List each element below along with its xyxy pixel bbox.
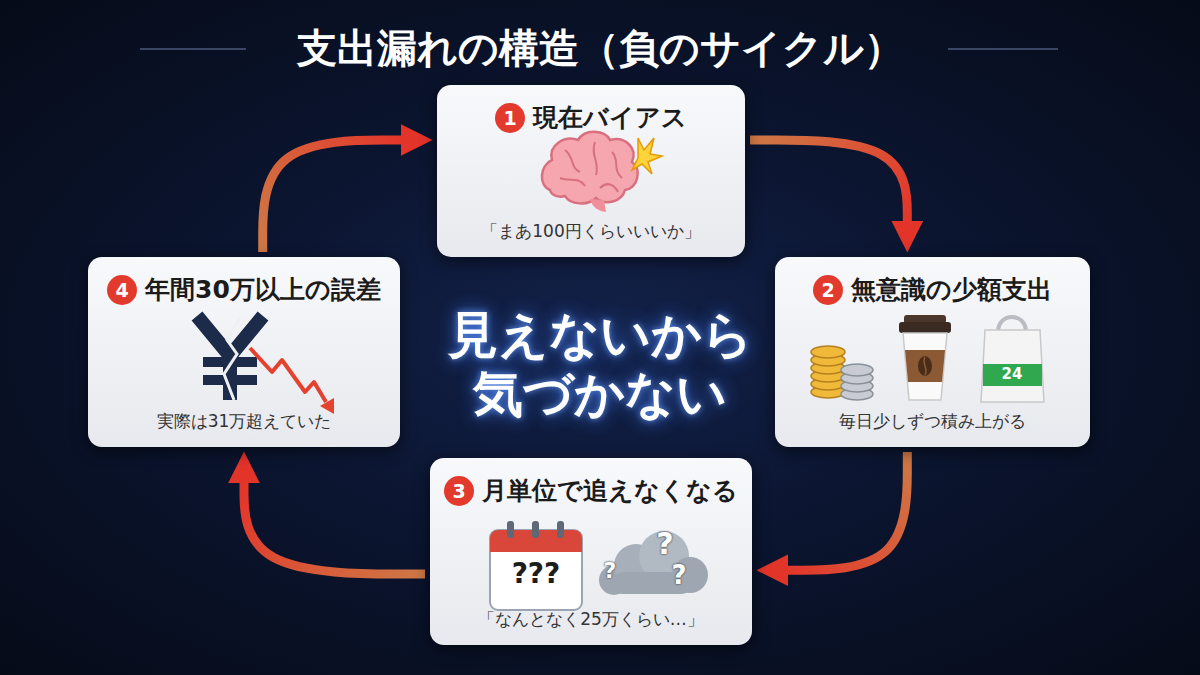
calendar-ring	[532, 521, 539, 538]
cycle-arrow	[782, 452, 907, 570]
yen-bar	[203, 357, 257, 367]
spark-icon	[632, 138, 662, 174]
icon-text: ???	[490, 556, 582, 592]
calendar-icon	[490, 521, 582, 610]
decline-arrow-head	[320, 398, 334, 414]
box-caption: 実際は31万超えていた	[98, 410, 390, 433]
coin	[841, 364, 873, 376]
cup-lid	[904, 315, 946, 324]
process-box: 4 年間30万以上の誤差実際は31万超えていた	[88, 257, 400, 447]
brain-shape	[542, 132, 638, 204]
callout-number: 2	[813, 275, 843, 305]
yen-icon	[197, 316, 334, 414]
diagram-title: 支出漏れの構造（負のサイクル）	[0, 22, 1200, 74]
coin	[811, 378, 845, 390]
brain-fold	[565, 150, 580, 172]
box-header: 3 月単位で追えなくなる	[440, 474, 742, 507]
calendar-ring	[557, 521, 564, 538]
coffee-bean	[918, 356, 932, 376]
box-header: 2 無意識の少額支出	[785, 273, 1080, 306]
callout-number: 3	[444, 476, 474, 506]
callout-number: 1	[495, 103, 525, 133]
bag-handle	[998, 317, 1026, 332]
coin	[811, 370, 845, 382]
brain-fold	[594, 142, 597, 175]
icon-text: ?	[598, 558, 622, 584]
bag-body	[981, 330, 1044, 402]
cloud-icon	[599, 531, 708, 595]
process-box: 1 現在バイアス「まあ100円くらいいいか」	[437, 85, 745, 257]
box-heading: 無意識の少額支出	[851, 273, 1052, 306]
title-rule	[140, 48, 246, 50]
bag-icon	[981, 317, 1044, 402]
cycle-arrow	[263, 140, 407, 252]
coin	[841, 388, 873, 400]
callout-number: 4	[107, 275, 137, 305]
yen-crack	[224, 318, 240, 400]
coin	[841, 380, 873, 392]
coins-icon	[811, 346, 873, 400]
coin	[841, 372, 873, 384]
box-caption: 毎日少しずつ積み上がる	[785, 410, 1080, 433]
process-box: 2 無意識の少額支出毎日少しずつ積み上がる	[775, 257, 1090, 447]
calendar-header	[490, 542, 582, 552]
coffee-icon	[899, 315, 951, 400]
process-box: 3 月単位で追えなくなる「なんとなく25万くらい…」	[430, 458, 752, 645]
yen-stroke	[197, 316, 263, 356]
icon-text: 24	[995, 365, 1029, 385]
cup-body	[903, 333, 947, 400]
coin	[811, 346, 845, 358]
decline-arrow	[250, 348, 326, 402]
box-caption: 「まあ100円くらいいいか」	[447, 220, 735, 243]
brain-fold	[612, 152, 622, 178]
bag-band	[983, 364, 1042, 386]
yen-bar	[203, 375, 257, 385]
coffee-bean-line	[924, 357, 926, 375]
title-rule	[948, 48, 1058, 50]
brain-stem	[590, 199, 606, 212]
icon-text: ?	[650, 526, 680, 562]
cloud-puff	[614, 544, 658, 588]
box-header: 1 現在バイアス	[447, 101, 735, 134]
calendar-header	[490, 530, 582, 552]
icon-text: ?	[665, 560, 693, 591]
brain-fold	[560, 178, 585, 186]
box-heading: 現在バイアス	[533, 101, 687, 134]
coin	[811, 354, 845, 366]
cup-lid	[899, 322, 951, 333]
brain-fold	[600, 184, 618, 192]
coin	[811, 386, 845, 398]
center-message: 見えないから 気づかない	[440, 306, 760, 424]
cycle-arrow	[750, 140, 907, 227]
calendar-ring	[507, 521, 514, 538]
box-caption: 「なんとなく25万くらい…」	[440, 608, 742, 631]
calendar-page	[490, 530, 582, 610]
cycle-arrow	[244, 477, 425, 574]
yen-stroke	[223, 356, 237, 400]
box-header: 4 年間30万以上の誤差	[98, 273, 390, 306]
cup-sleeve	[905, 350, 945, 382]
box-heading: 年間30万以上の誤差	[145, 273, 381, 306]
coin	[811, 362, 845, 374]
box-heading: 月単位で追えなくなる	[482, 474, 738, 507]
brain-icon	[542, 132, 662, 212]
